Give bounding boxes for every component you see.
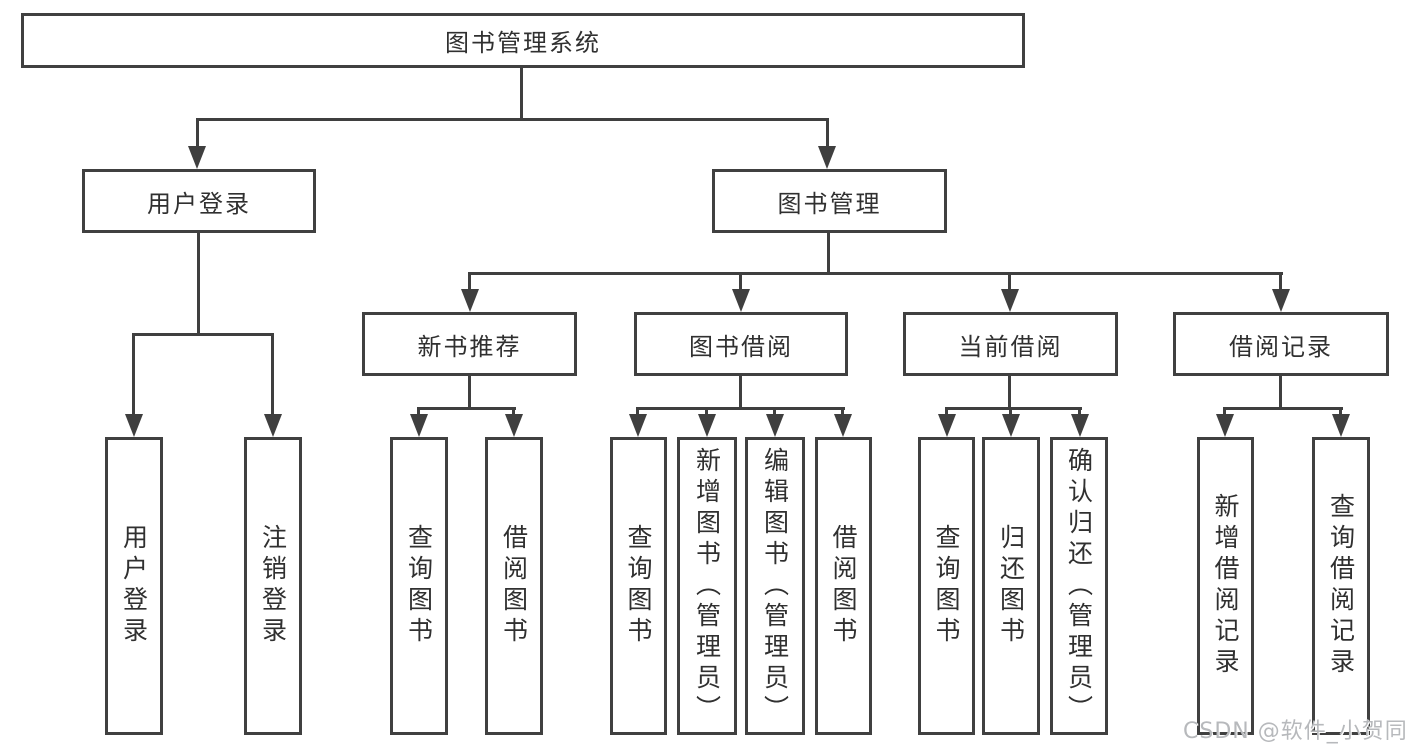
connector-leaf-drop (1223, 407, 1226, 419)
arrow-down-icon (1272, 289, 1290, 312)
leaf-borrow-records-add-label: 新增借阅记录 (1211, 493, 1240, 679)
watermark: CSDN @软件_小贺同学 (1183, 719, 1405, 744)
leaf-borrow-records-add: 新增借阅记录 (1197, 437, 1254, 735)
connector-root-stem (520, 68, 523, 120)
connector-leaf-drop (512, 407, 515, 419)
connector-current-borrow-drop (1008, 272, 1011, 292)
arrow-down-icon (505, 414, 523, 437)
connector-leaf-drop (636, 407, 639, 419)
arrow-down-icon (461, 289, 479, 312)
leaf-user-login-label: 用户登录 (119, 524, 149, 648)
connector-leaf-drop (1339, 407, 1342, 419)
node-root-label: 图书管理系统 (445, 29, 601, 57)
node-book-borrow: 图书借阅 (634, 312, 848, 376)
leaf-book-borrow-query: 查询图书 (610, 437, 667, 735)
connector-leaf-drop (417, 407, 420, 419)
arrow-down-icon (264, 414, 282, 437)
leaf-book-borrow-edit: 编辑图书（管理员） (745, 437, 805, 735)
connector-new-books-drop (468, 272, 471, 292)
leaf-current-borrow-confirm: 确认归还（管理员） (1050, 437, 1108, 735)
connector-borrow-records-drop (1279, 272, 1282, 292)
node-new-books-label: 新书推荐 (417, 332, 522, 361)
node-borrow-records-label: 借阅记录 (1229, 332, 1333, 361)
leaf-borrow-records-query: 查询借阅记录 (1312, 437, 1370, 735)
leaf-new-books-query: 查询图书 (390, 437, 448, 735)
arrow-down-icon (1332, 414, 1350, 437)
leaf-new-books-query-label: 查询图书 (404, 524, 434, 648)
connector-leaf-drop (705, 407, 708, 419)
leaf-new-books-borrow-label: 借阅图书 (499, 524, 529, 648)
connector-leaf-drop (841, 407, 844, 419)
connector-user-login-rail (132, 333, 274, 336)
leaf-book-borrow-add: 新增图书（管理员） (677, 437, 737, 735)
arrow-down-icon (818, 146, 836, 169)
leaf-book-borrow-add-label: 新增图书（管理员） (692, 446, 722, 726)
node-user-login-label: 用户登录 (147, 189, 251, 218)
connector-book-mgmt-stem (827, 233, 830, 272)
node-root: 图书管理系统 (21, 13, 1025, 68)
connector-user-login-drop (196, 118, 199, 150)
connector-level3-rail (468, 272, 1283, 275)
leaf-user-login: 用户登录 (105, 437, 163, 735)
leaf-current-borrow-query-label: 查询图书 (932, 524, 961, 648)
node-borrow-records: 借阅记录 (1173, 312, 1389, 376)
connector-leaf-drop (945, 407, 948, 419)
connector-current-borrow-stem (1008, 376, 1011, 407)
leaf-current-borrow-confirm-label: 确认归还（管理员） (1064, 446, 1094, 726)
arrow-down-icon (766, 414, 784, 437)
arrow-down-icon (732, 289, 750, 312)
connector-book-borrow-drop (739, 272, 742, 292)
leaf-book-borrow-borrow: 借阅图书 (815, 437, 872, 735)
connector-borrow-records-rail (1223, 407, 1343, 410)
arrow-down-icon (938, 414, 956, 437)
leaf-borrow-records-query-label: 查询借阅记录 (1326, 493, 1356, 679)
connector-current-borrow-rail (945, 407, 1082, 410)
arrow-down-icon (1001, 289, 1019, 312)
leaf-current-borrow-return: 归还图书 (982, 437, 1040, 735)
leaf-book-borrow-edit-label: 编辑图书（管理员） (760, 446, 790, 726)
connector-user-login-stem (197, 233, 200, 333)
node-book-mgmt: 图书管理 (712, 169, 947, 233)
connector-leaf-drop (1009, 407, 1012, 419)
leaf-logout: 注销登录 (244, 437, 302, 735)
leaf-new-books-borrow: 借阅图书 (485, 437, 543, 735)
connector-book-mgmt-drop (826, 118, 829, 150)
arrow-down-icon (410, 414, 428, 437)
connector-login-drop (132, 333, 135, 418)
leaf-logout-label: 注销登录 (258, 524, 288, 648)
connector-new-books-stem (468, 376, 471, 407)
connector-logout-drop (271, 333, 274, 418)
connector-level2-rail (196, 118, 829, 121)
connector-borrow-records-stem (1279, 376, 1282, 407)
node-new-books: 新书推荐 (362, 312, 577, 376)
connector-book-borrow-rail (636, 407, 845, 410)
leaf-book-borrow-query-label: 查询图书 (624, 524, 653, 648)
arrow-down-icon (834, 414, 852, 437)
arrow-down-icon (125, 414, 143, 437)
node-current-borrow-label: 当前借阅 (958, 332, 1063, 361)
arrow-down-icon (1002, 414, 1020, 437)
connector-leaf-drop (1078, 407, 1081, 419)
leaf-current-borrow-return-label: 归还图书 (996, 524, 1026, 648)
node-book-borrow-label: 图书借阅 (689, 332, 793, 361)
connector-book-borrow-stem (739, 376, 742, 407)
arrow-down-icon (1216, 414, 1234, 437)
leaf-current-borrow-query: 查询图书 (918, 437, 975, 735)
node-user-login: 用户登录 (82, 169, 316, 233)
node-current-borrow: 当前借阅 (903, 312, 1118, 376)
arrow-down-icon (188, 146, 206, 169)
connector-leaf-drop (773, 407, 776, 419)
arrow-down-icon (698, 414, 716, 437)
leaf-book-borrow-borrow-label: 借阅图书 (829, 524, 858, 648)
node-book-mgmt-label: 图书管理 (777, 189, 882, 218)
arrow-down-icon (629, 414, 647, 437)
arrow-down-icon (1071, 414, 1089, 437)
connector-new-books-rail (417, 407, 516, 410)
